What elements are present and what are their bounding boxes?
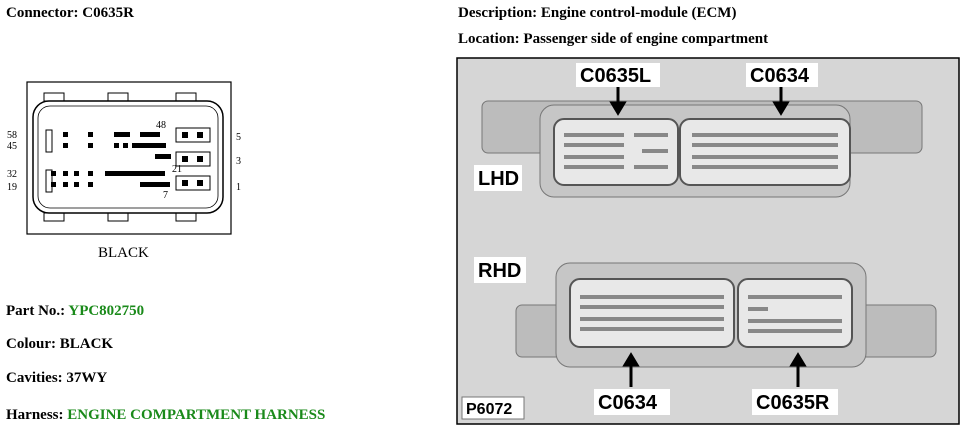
pin-number: 58 <box>7 130 17 141</box>
pin-number: 19 <box>7 182 17 193</box>
connector-face-diagram: 58 45 32 19 5 3 1 48 21 7 BLACK <box>7 81 241 261</box>
part-no-line: Part No.: YPC802750 <box>6 303 144 320</box>
cavities-line: Cavities: 37WY <box>6 370 107 387</box>
colour-label: Colour: <box>6 336 56 352</box>
colour-value: BLACK <box>59 336 114 352</box>
description-line: Description: Engine control-module (ECM) <box>458 5 736 22</box>
pin-number: 1 <box>236 182 241 193</box>
rhd-ecm-module <box>515 262 937 368</box>
harness-line: Harness: ENGINE COMPARTMENT HARNESS <box>6 407 325 424</box>
pin-number: 21 <box>172 164 182 175</box>
connector-label: Connector: <box>6 5 79 21</box>
lhd-label: LHD <box>478 168 519 190</box>
cavities-label: Cavities: <box>6 370 63 386</box>
description-label: Description: <box>458 5 538 21</box>
cavities-value: 37WY <box>66 370 108 386</box>
ecm-location-figure: C0635L C0634 LHD RHD C0634 C0635R P6072 <box>456 57 960 425</box>
location-value: Passenger side of engine compartment <box>523 31 769 47</box>
figure-id: P6072 <box>466 401 512 418</box>
callout-c0634-bottom: C0634 <box>598 392 658 414</box>
harness-value[interactable]: ENGINE COMPARTMENT HARNESS <box>67 407 326 423</box>
connector-line: Connector: C0635R <box>6 5 134 22</box>
part-no-value[interactable]: YPC802750 <box>68 303 145 319</box>
part-no-label: Part No.: <box>6 303 66 319</box>
harness-label: Harness: <box>6 407 64 423</box>
callout-c0635r: C0635R <box>756 392 830 414</box>
connector-color-caption: BLACK <box>98 245 149 261</box>
lhd-ecm-module <box>481 100 923 198</box>
pin-number: 45 <box>7 141 17 152</box>
callout-c0635l: C0635L <box>580 65 651 87</box>
pin-number: 3 <box>236 156 241 167</box>
connector-id: C0635R <box>82 5 134 21</box>
description-value: Engine control-module (ECM) <box>540 5 737 21</box>
location-label: Location: <box>458 31 520 47</box>
pin-number: 7 <box>163 190 168 201</box>
pin-number: 48 <box>156 120 166 131</box>
colour-line: Colour: BLACK <box>6 336 113 353</box>
location-line: Location: Passenger side of engine compa… <box>458 31 768 48</box>
pin-number: 32 <box>7 169 17 180</box>
pin-number: 5 <box>236 132 241 143</box>
callout-c0634-top: C0634 <box>750 65 810 87</box>
rhd-label: RHD <box>478 260 521 282</box>
